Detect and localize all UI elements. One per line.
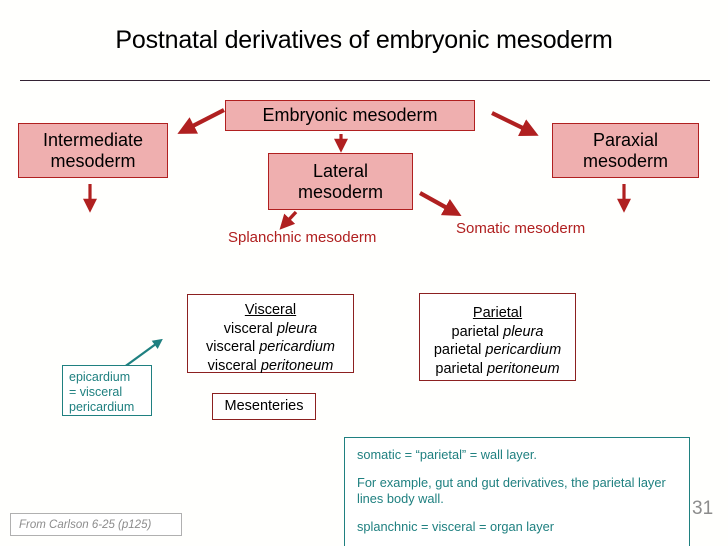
box-visceral-derivatives[interactable]: Visceral visceral pleura visceral perica… <box>187 294 354 376</box>
arrow-embryonic-to-intermediate <box>177 108 225 134</box>
parietal-line-3: parietal peritoneum <box>420 360 575 379</box>
label-splanchnic-mesoderm: Splanchnic mesoderm <box>228 228 376 247</box>
info-paragraph-3: splanchnic = visceral = organ layer <box>357 519 555 534</box>
label-somatic-mesoderm-text: Somatic mesoderm <box>456 220 586 237</box>
arrow-lateral-to-somatic <box>418 191 462 217</box>
visceral-line-2-prefix: visceral <box>206 339 260 355</box>
box-epicardium-note[interactable]: epicardium = visceral pericardium <box>62 365 152 416</box>
info-paragraph-2: For example, gut and gut derivatives, th… <box>357 475 666 506</box>
parietal-line-2-prefix: parietal <box>433 342 486 358</box>
visceral-line-2-italic: pericardium <box>259 339 335 355</box>
parietal-line-1-prefix: parietal <box>451 323 504 340</box>
info-paragraph-1: somatic = “parietal” = wall layer. <box>357 447 537 462</box>
arrow-lateral-to-splanchnic <box>279 210 298 230</box>
visceral-line-3-prefix: visceral <box>207 357 261 374</box>
parietal-line-2: parietal pericardium <box>420 341 575 360</box>
box-lateral-mesoderm-label: Lateral mesoderm <box>297 160 384 202</box>
box-intermediate-mesoderm-label: Intermediate mesoderm <box>42 129 144 171</box>
box-paraxial-mesoderm[interactable]: Paraxial mesoderm <box>552 123 699 178</box>
page-title: Postnatal derivatives of embryonic mesod… <box>115 26 613 54</box>
visceral-heading: Visceral <box>244 302 297 318</box>
epicardium-line-2: = visceral <box>69 385 123 399</box>
parietal-line-3-italic: peritoneum <box>487 360 560 377</box>
visceral-line-3: visceral peritoneum <box>188 357 353 376</box>
page-number: 31 <box>692 498 714 519</box>
visceral-line-2: visceral pericardium <box>188 338 353 357</box>
arrow-embryonic-to-paraxial <box>491 111 539 136</box>
parietal-line-1: parietal pleura <box>420 323 575 342</box>
box-definitions-note[interactable]: somatic = “parietal” = wall layer. For e… <box>344 437 690 546</box>
box-lateral-mesoderm[interactable]: Lateral mesoderm <box>268 153 413 210</box>
box-embryonic-mesoderm-label: Embryonic mesoderm <box>262 105 438 125</box>
box-intermediate-mesoderm[interactable]: Intermediate mesoderm <box>18 123 168 178</box>
box-mesenteries[interactable]: Mesenteries <box>212 393 316 420</box>
visceral-line-1-prefix: visceral <box>223 320 277 337</box>
parietal-line-1-italic: pleura <box>503 323 544 340</box>
visceral-line-1: visceral pleura <box>188 320 353 339</box>
box-embryonic-mesoderm[interactable]: Embryonic mesoderm <box>225 100 475 131</box>
box-paraxial-mesoderm-label: Paraxial mesoderm <box>582 129 669 171</box>
visceral-line-3-italic: peritoneum <box>260 357 334 374</box>
title-divider-rule <box>20 80 710 81</box>
source-citation-text: From Carlson 6-25 (p125) <box>19 518 152 531</box>
epicardium-line-1: epicardium <box>69 370 131 384</box>
label-splanchnic-mesoderm-text: Splanchnic mesoderm <box>228 229 377 246</box>
box-mesenteries-label: Mesenteries <box>224 398 304 415</box>
label-somatic-mesoderm: Somatic mesoderm <box>456 219 585 238</box>
parietal-line-3-prefix: parietal <box>435 360 488 377</box>
parietal-heading: Parietal <box>472 305 523 321</box>
box-parietal-derivatives[interactable]: Parietal parietal pleura parietal perica… <box>419 293 576 381</box>
visceral-line-1-italic: pleura <box>276 320 318 337</box>
epicardium-line-3: pericardium <box>69 400 135 414</box>
source-citation: From Carlson 6-25 (p125) <box>10 513 182 536</box>
parietal-line-2-italic: pericardium <box>485 342 562 358</box>
